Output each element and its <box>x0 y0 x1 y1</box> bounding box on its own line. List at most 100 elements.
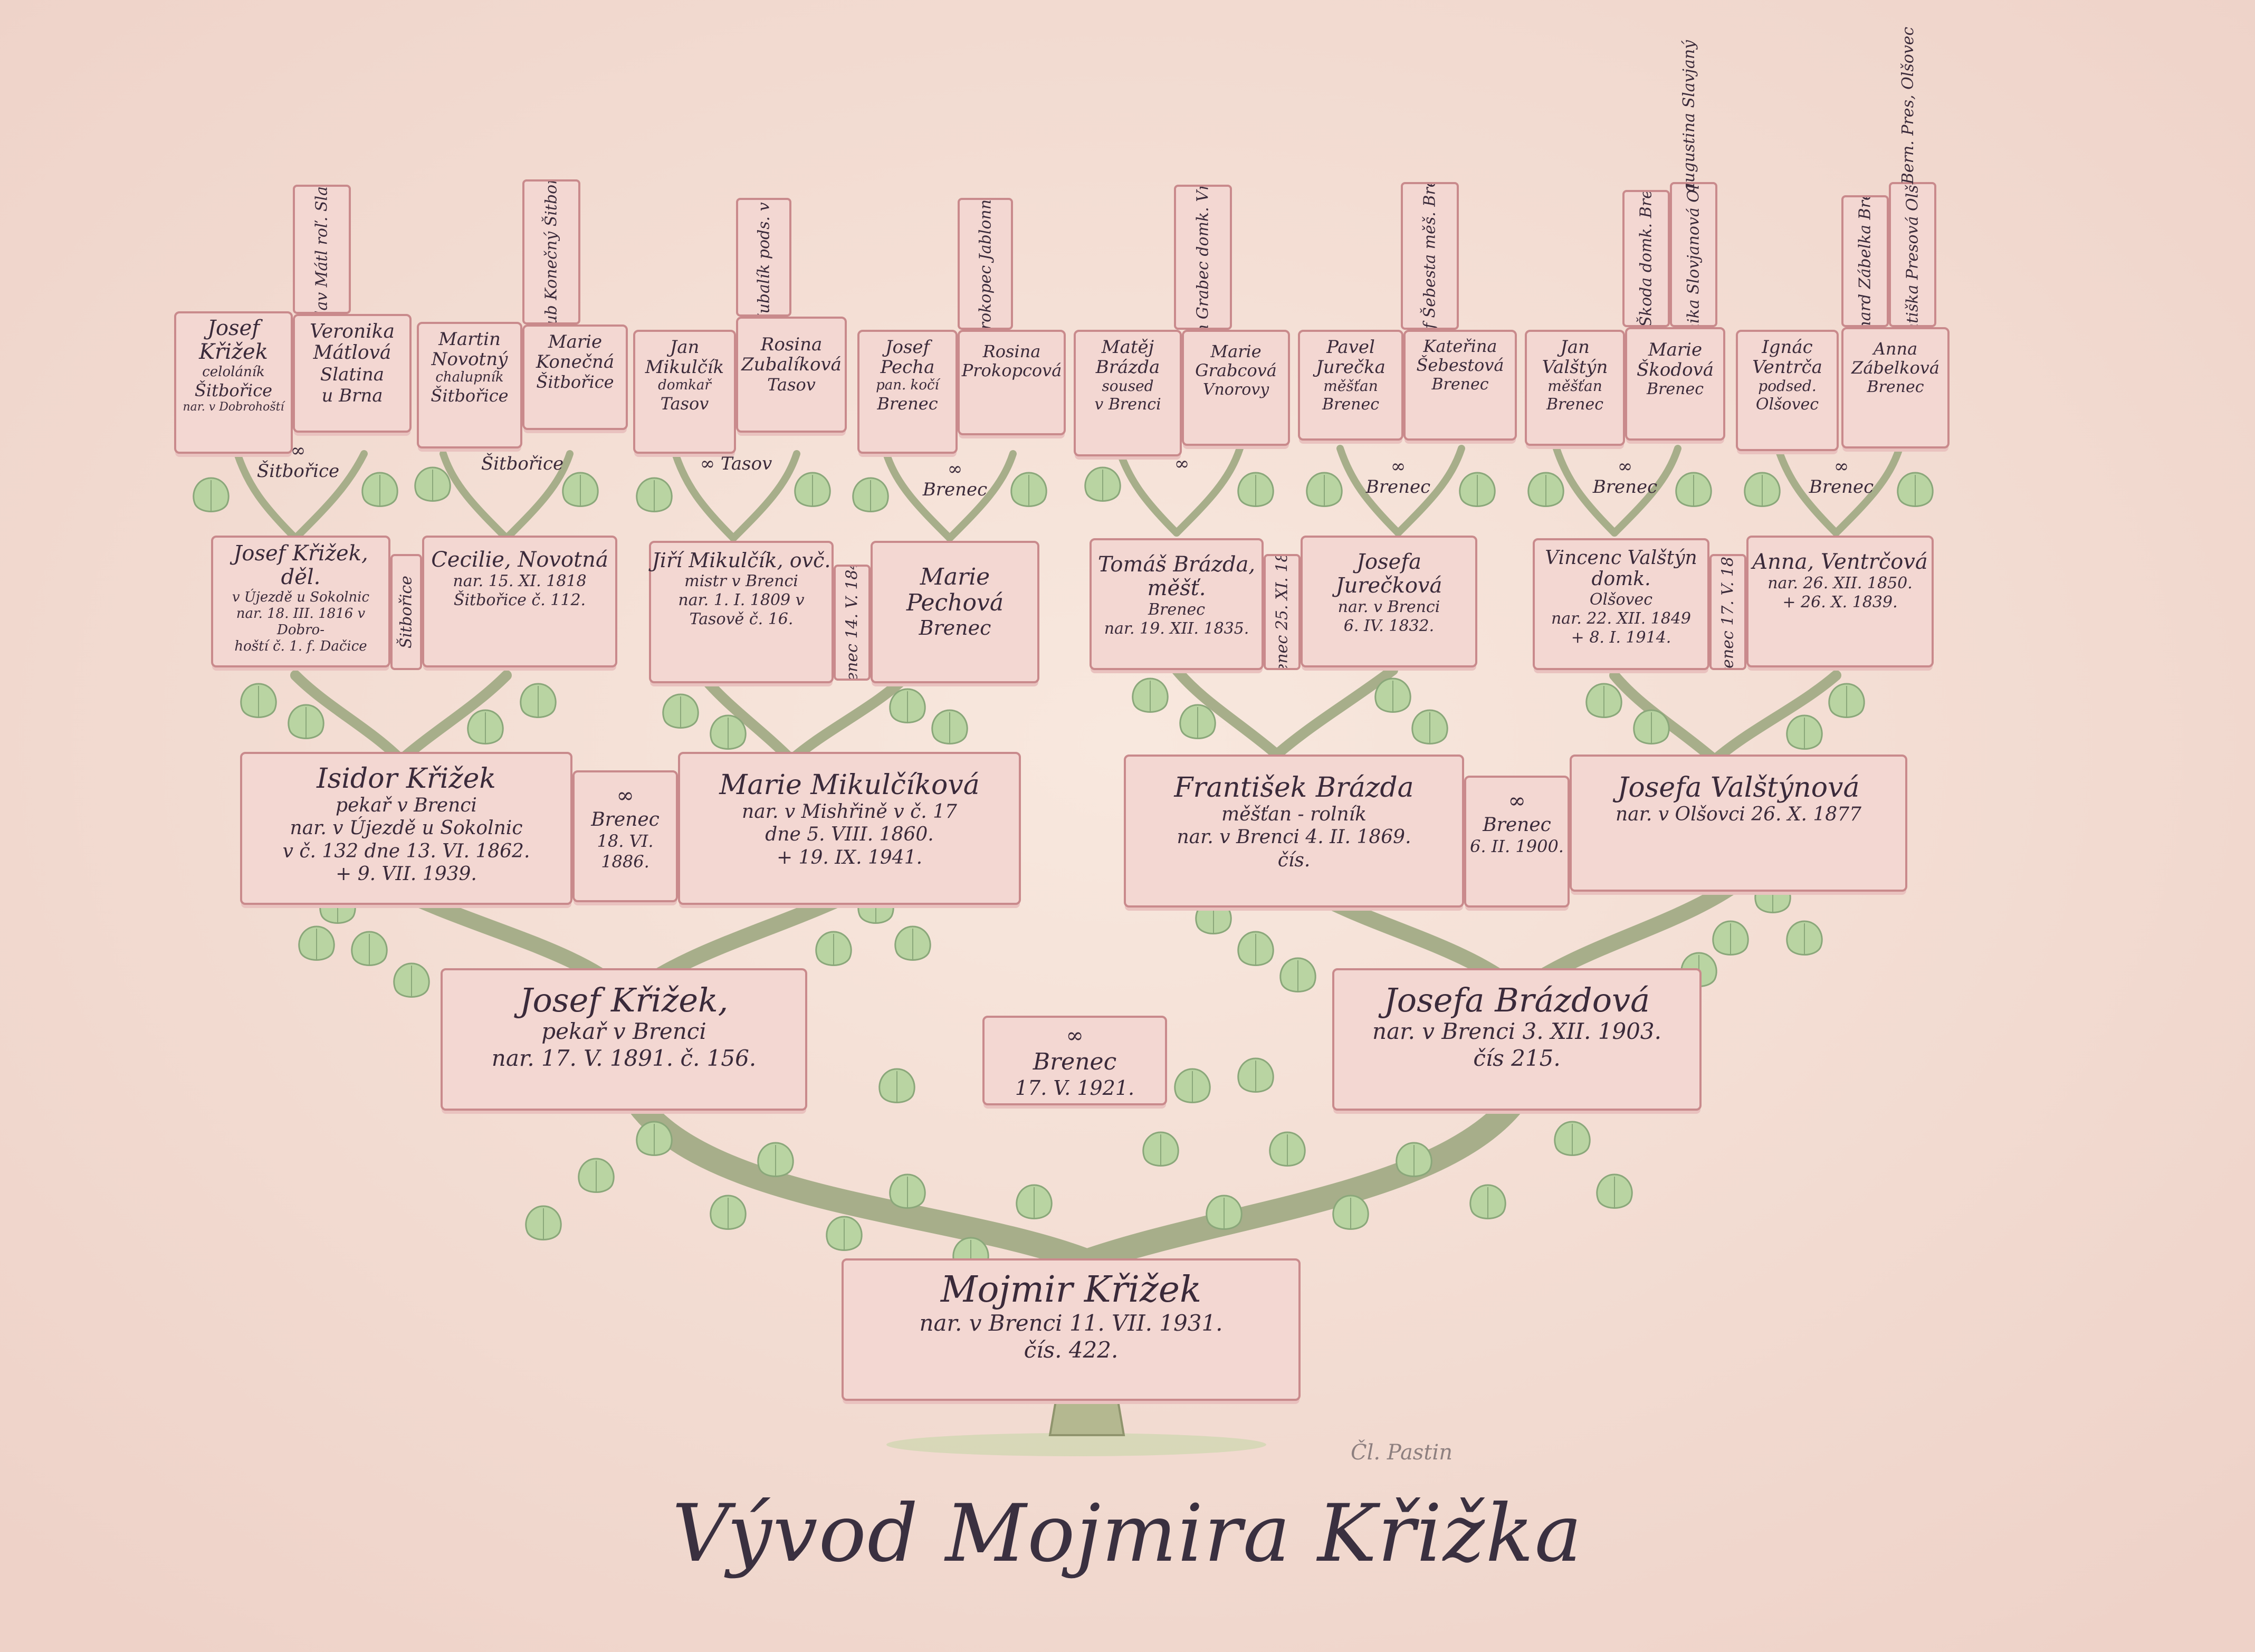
person-birth: nar. 22. XII. 1849 <box>1551 609 1692 628</box>
artist-signature: Čl. Pastin <box>1351 1440 1453 1465</box>
person-occupation: pan. kočí <box>876 377 939 394</box>
marriage-place: Šitbořice <box>256 461 340 482</box>
person-g6-2: Jakub Konečný Šitbořice <box>522 179 580 324</box>
person-residence: Brenec <box>1646 380 1704 399</box>
person-name: Jan Valštýn <box>1542 337 1608 378</box>
person-name: Josef Křižek <box>199 316 268 364</box>
person-occupation: měšťan <box>1547 377 1602 395</box>
marriage-place: Brenec <box>1809 476 1874 498</box>
person-name: Tomáš Brázda, měšť. <box>1097 552 1256 600</box>
person-birth: nar. v Mishřině v č. 17 <box>742 801 957 823</box>
person-g5-13: Jan Valštýn měšťan Brenec <box>1525 330 1625 446</box>
person-birthplace: hoští č. 1. f. Dačice <box>234 638 367 655</box>
person-birth: nar. 15. XI. 1818 <box>453 571 587 590</box>
person-residence: v Brenci <box>1094 395 1161 414</box>
person-g6-9: Bernard Zábelka Brenec <box>1841 195 1889 327</box>
person-name: Josef Křižek, děl. <box>233 541 368 589</box>
marriage-gen3-left: ∞ Brenec 18. VI. 1886. <box>572 770 678 902</box>
marriage-gen5-1: ∞Šitbořice <box>253 440 343 482</box>
marriage-place: Brenec <box>1033 1048 1117 1075</box>
person-tomas-brazda: Tomáš Brázda, měšť. Brenec nar. 19. XII.… <box>1090 538 1264 670</box>
person-birth-date: v č. 132 dne 13. VI. 1862. <box>282 840 530 862</box>
person-g6-10: Františka Presová Olšovec <box>1889 182 1936 327</box>
wedding-rings-icon: ∞ <box>1174 453 1190 474</box>
marriage-gen5-6: ∞ Brenec <box>1361 456 1435 498</box>
marriage-gen5-5: ∞ <box>1145 453 1219 474</box>
person-g5-12: Kateřina Šebestová Brenec <box>1403 330 1517 441</box>
person-name: Josefa Jurečková <box>1335 550 1442 598</box>
person-birth: nar. 17. V. 1891. č. 156. <box>491 1045 757 1071</box>
person-g6-4: Franz Prokopec Jablonné Čechy <box>958 198 1013 330</box>
person-birth: nar. v Brenci 11. VII. 1931. <box>919 1310 1223 1336</box>
person-name: Rosina Zubalíková <box>741 334 842 376</box>
marriage-place: Brenec <box>1365 476 1431 498</box>
person-occupation: chalupník <box>435 369 504 386</box>
wedding-rings-icon: ∞ <box>1617 456 1633 477</box>
person-name: Marie Pechová <box>906 564 1004 617</box>
person-house: čís 215. <box>1473 1045 1561 1071</box>
person-name: Josefa Brázdová <box>1383 981 1650 1019</box>
person-death: + 9. VII. 1939. <box>336 863 477 885</box>
wedding-rings-icon: ∞ <box>1833 456 1849 477</box>
person-name: Marie Konečná <box>536 331 615 373</box>
person-name: Josef Křižek, <box>519 981 729 1019</box>
person-name: Anna, Ventrčová <box>1752 550 1928 574</box>
person-residence: Brenec <box>1322 395 1380 414</box>
person-label: Franz Prokopec Jablonné Čechy <box>976 198 995 330</box>
person-occupation: podsed. <box>1758 377 1817 395</box>
person-name: Josefa Valštýnová <box>1617 772 1860 804</box>
person-occupation: pekař v Brenci <box>541 1018 706 1045</box>
wedding-rings-icon: ∞ <box>290 440 306 461</box>
person-label: Jiří Škoda domk. Brenec <box>1637 190 1656 327</box>
person-birth-date: dne 5. VIII. 1860. <box>765 824 934 846</box>
person-g5-15: Ignác Ventrča podsed. Olšovec <box>1736 330 1839 451</box>
person-birth: nar. v Brenci <box>1337 597 1440 616</box>
person-residence: Brenec <box>1867 377 1924 396</box>
wedding-rings-icon: ∞ <box>700 453 715 474</box>
wedding-rings-icon: ∞ <box>947 459 963 480</box>
marriage-gen4-2: Brenec 14. V. 1840. <box>834 565 871 681</box>
marriage-place: Brenec 25. XI. 1856 <box>1273 554 1292 670</box>
person-g5-4: Marie Konečná Šitbořice <box>522 324 628 430</box>
person-birth-date: 6. IV. 1832. <box>1343 616 1435 635</box>
person-occupation: celoláník <box>202 364 265 380</box>
person-g5-8: Rosina Prokopcová <box>958 330 1066 435</box>
person-residence: Brenec <box>1546 395 1604 414</box>
person-name: Rosina Prokopcová <box>961 341 1062 380</box>
marriage-date: 17. V. 1921. <box>1015 1076 1135 1100</box>
person-house: čís. <box>1277 849 1311 871</box>
person-name: Isidor Křižek <box>317 763 496 795</box>
person-name: Jan Mikulčík <box>645 337 724 378</box>
person-g5-2: Veronika Mátlová Slatina u Brna <box>293 314 412 433</box>
person-label: Jakub Konečný Šitbořice <box>542 179 561 324</box>
person-occupation: měšťan <box>1323 377 1378 395</box>
person-residence: Brenec <box>919 616 991 639</box>
person-residence: Šitbořice <box>431 386 509 406</box>
marriage-gen5-7: ∞ Brenec <box>1588 456 1662 498</box>
person-label: Bern. Pres, Olšovec <box>1899 26 1917 185</box>
person-label: Bernard Zábelka Brenec <box>1856 195 1875 327</box>
person-label: Pavel Zubalík pods. v Tasově <box>754 198 773 317</box>
marriage-gen5-4: ∞ Brenec <box>918 459 992 500</box>
person-name: Josef Pecha <box>880 337 935 378</box>
marriage-place: Brenec <box>1592 476 1658 498</box>
person-g5-5: Jan Mikulčík domkař Tasov <box>633 330 736 454</box>
person-death: + 26. X. 1839. <box>1782 593 1898 612</box>
person-label: Josef Šebesta měš. Brenec <box>1420 182 1439 330</box>
person-name: Marie Grabcová <box>1195 341 1277 380</box>
person-name: Matěj Brázda <box>1095 337 1160 378</box>
person-birth: nar. 1. I. 1809 v <box>678 590 805 609</box>
person-g6-1: Václav Mátl roľ. Slatina <box>293 185 351 314</box>
person-residence: Slatina <box>320 364 385 385</box>
marriage-place: Brenec 17. V. 1875 <box>1718 554 1737 670</box>
marriage-place: Šitbořice <box>397 576 416 648</box>
marriage-place: Brenec <box>591 809 660 830</box>
person-residence-2: u Brna <box>321 385 383 407</box>
person-label: augustina Slavjaný <box>1680 40 1698 192</box>
person-birth: nar. v Brenci 3. XII. 1903. <box>1372 1018 1661 1045</box>
marriage-place: Brenec <box>922 479 988 501</box>
marriage-gen5-2: Šitbořice <box>477 453 567 474</box>
person-name: Pavel Jurečka <box>1316 337 1386 378</box>
person-occupation: soused <box>1102 377 1154 395</box>
person-death: + 8. I. 1914. <box>1571 628 1671 647</box>
